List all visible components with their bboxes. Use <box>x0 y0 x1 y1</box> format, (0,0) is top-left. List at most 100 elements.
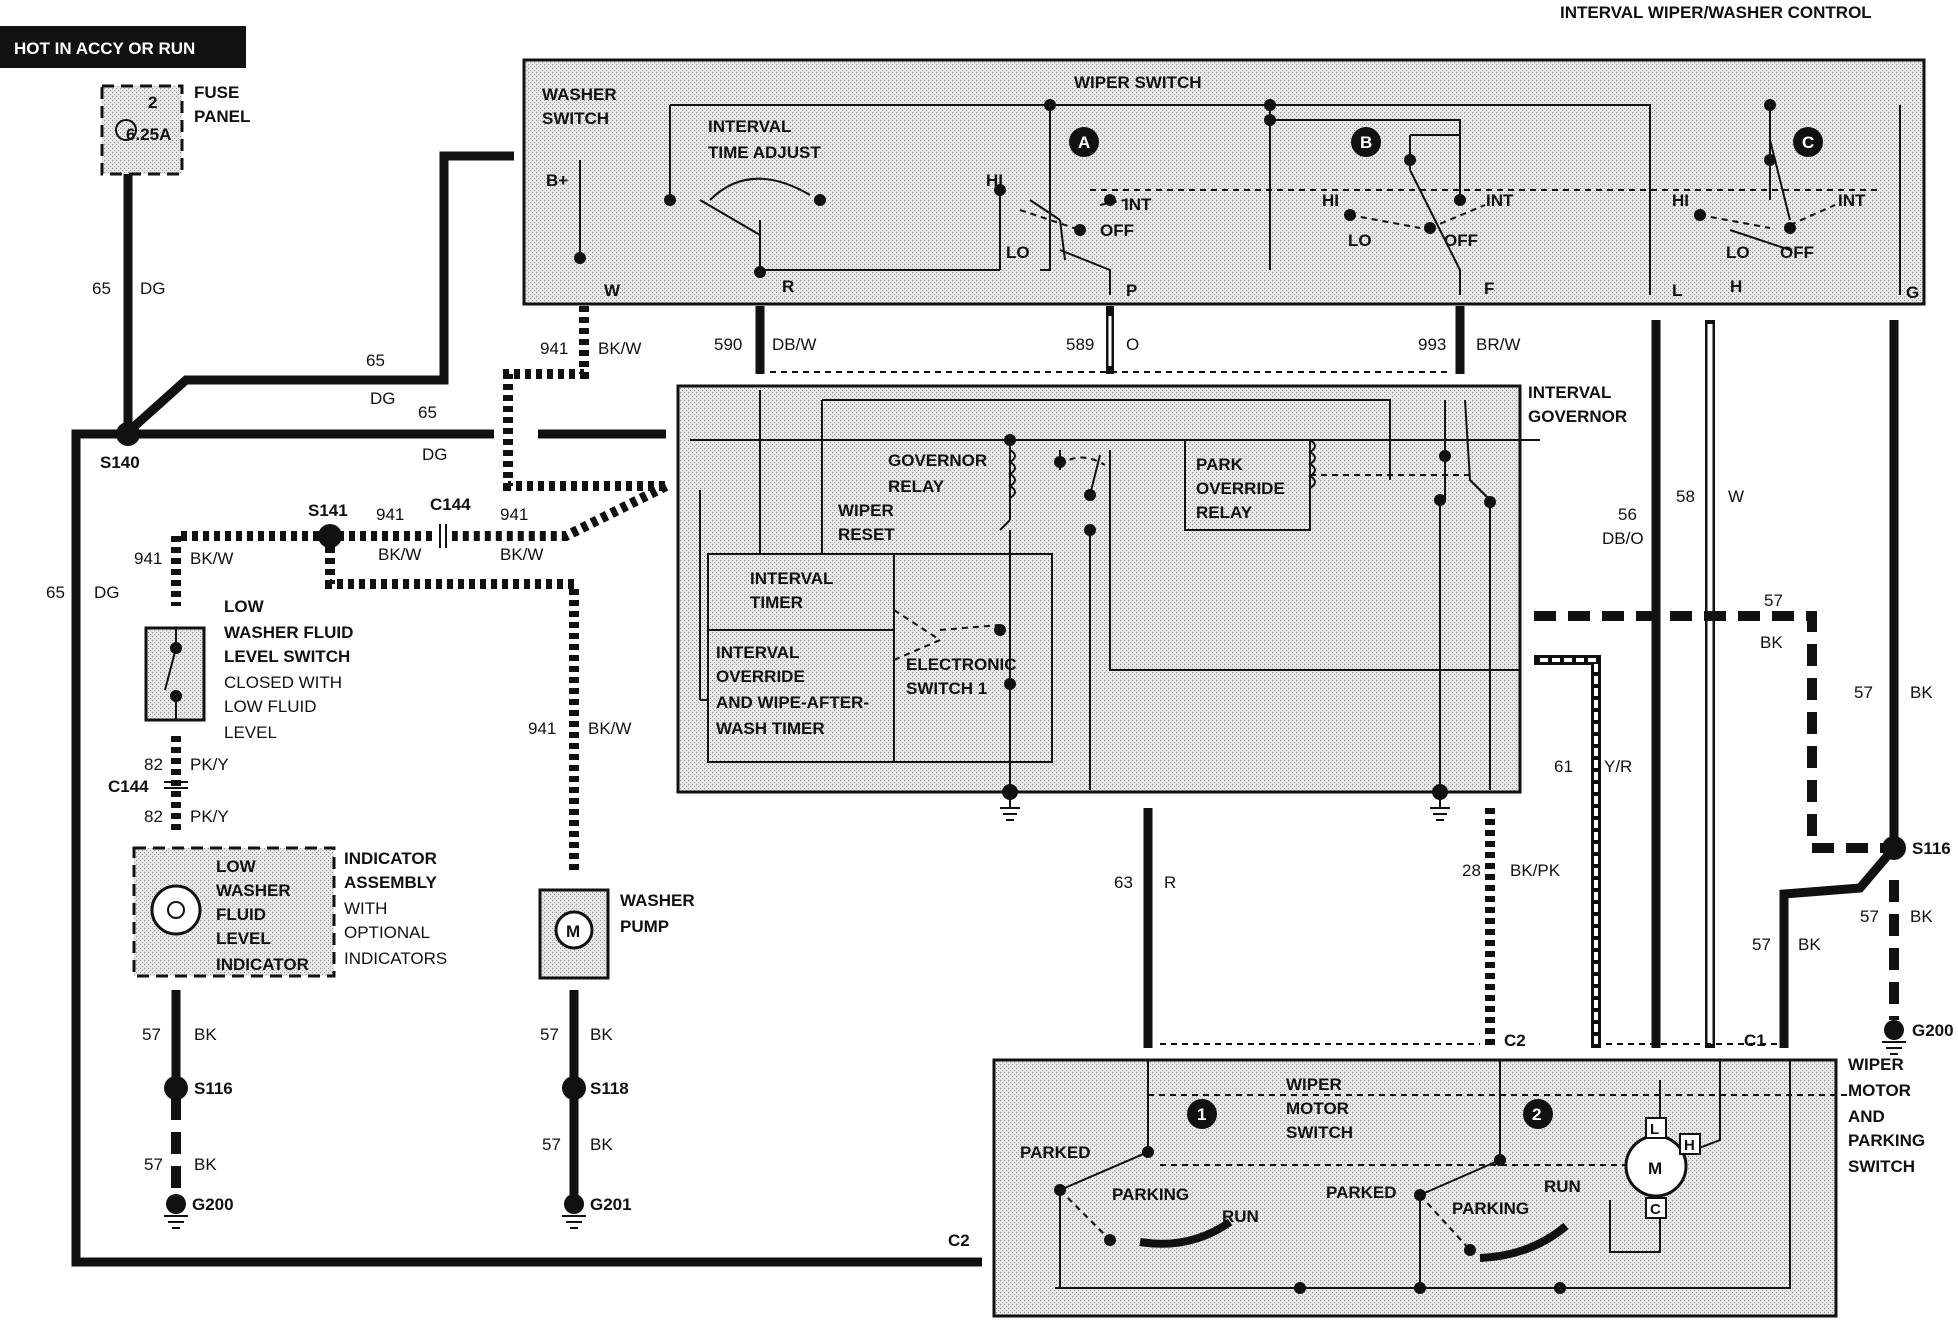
interval-time-adjust-label-1: INTERVAL <box>708 117 791 136</box>
fuse-label-1: FUSE <box>194 83 239 102</box>
lbl-589-num: 589 <box>1066 335 1094 354</box>
c-int-label: INT <box>1838 191 1866 210</box>
lbl-57-a-color: BK <box>1760 633 1783 652</box>
indicator-inner-3: FLUID <box>216 905 266 924</box>
lbl-65-b-color: DG <box>370 389 396 408</box>
ground-g200-left-node <box>166 1194 186 1214</box>
circle-c-label: C <box>1802 133 1814 152</box>
park-override-relay-label-2: OVERRIDE <box>1196 479 1285 498</box>
interval-override-label-4: WASH TIMER <box>716 719 825 738</box>
indicator-inner-4: LEVEL <box>216 929 271 948</box>
lbl-57-b-num: 57 <box>1854 683 1873 702</box>
connector-c1-top: C1 <box>1744 1031 1766 1050</box>
wire-65-to-c2 <box>71 429 982 1267</box>
wiper-motor-switch-label-2: MOTOR <box>1286 1099 1349 1118</box>
splice-s116-right-label: S116 <box>1912 839 1951 858</box>
lbl-57-f-color: BK <box>194 1155 217 1174</box>
governor-ground-2 <box>1430 792 1450 821</box>
b-hi-label: HI <box>1322 191 1339 210</box>
wiper-reset-label-1: WIPER <box>838 501 894 520</box>
lbl-993-num: 993 <box>1418 335 1446 354</box>
lbl-65-a-num: 65 <box>92 279 111 298</box>
fuse-rating: 6.25A <box>126 125 171 144</box>
b-plus-label: B+ <box>546 171 568 190</box>
interval-time-adjust-label-2: TIME ADJUST <box>708 143 821 162</box>
low-fluid-label-2: WASHER FLUID <box>224 623 353 642</box>
pin-g: G <box>1906 283 1919 302</box>
wire-61 <box>1534 655 1601 1048</box>
governor-relay-label-1: GOVERNOR <box>888 451 987 470</box>
circle-a-label: A <box>1078 133 1090 152</box>
c-lo-label: LO <box>1726 243 1750 262</box>
motor-m-label: M <box>1648 1159 1662 1178</box>
ground-g201-label: G201 <box>590 1195 632 1214</box>
electronic-switch-box <box>893 553 1053 763</box>
circle-b-label: B <box>1360 133 1372 152</box>
park-override-relay-label-1: PARK <box>1196 455 1244 474</box>
motor-c-terminal <box>1645 1197 1667 1219</box>
wire-941-washer-w <box>503 306 666 491</box>
connector-c2-top: C2 <box>1504 1031 1526 1050</box>
pin-w: W <box>604 281 621 300</box>
a-off-label: OFF <box>1100 221 1134 240</box>
wire-941-to-s141 <box>330 481 669 541</box>
wire-941-s141-left <box>171 531 330 606</box>
parked-label-2: PARKED <box>1326 1183 1397 1202</box>
wiper-reset-label-2: RESET <box>838 525 895 544</box>
wire-57-governor-dash <box>1534 611 1894 853</box>
lbl-65-c-color: DG <box>422 445 448 464</box>
fuse-icon <box>115 119 137 141</box>
splice-s118-label: S118 <box>590 1079 629 1098</box>
connector-c144-top: C144 <box>430 495 471 514</box>
lbl-82-a-num: 82 <box>144 755 163 774</box>
lbl-941-d-color: BK/W <box>190 549 233 568</box>
pin-r: R <box>782 277 794 296</box>
wire-941-pump <box>325 536 579 874</box>
lbl-941-c-color: BK/W <box>500 545 543 564</box>
pin-p: P <box>1126 281 1137 300</box>
lbl-941-a-color: BK/W <box>598 339 641 358</box>
interval-override-label-2: OVERRIDE <box>716 667 805 686</box>
lbl-941-e-color: BK/W <box>588 719 631 738</box>
governor-ground-1 <box>1000 792 1020 821</box>
lbl-63-color: R <box>1164 873 1176 892</box>
a-lo-label: LO <box>1006 243 1030 262</box>
circle-1-label: 1 <box>1197 1105 1206 1124</box>
splice-s116-left <box>164 1076 188 1100</box>
wiper-motor-parking-label-3: AND <box>1848 1107 1885 1126</box>
circle-b <box>1351 127 1381 157</box>
circle-2-label: 2 <box>1532 1105 1541 1124</box>
ground-g201-node <box>564 1194 584 1214</box>
low-fluid-label-5: LOW FLUID <box>224 697 317 716</box>
ground-g200-left-symbol <box>164 1215 188 1229</box>
splice-s140 <box>116 422 140 446</box>
indicator-inner-5: INDICATOR <box>216 955 309 974</box>
lbl-82-b-num: 82 <box>144 807 163 826</box>
washer-pump-label-2: PUMP <box>620 917 669 936</box>
ground-g200-right-label: G200 <box>1912 1021 1954 1040</box>
lbl-57-f-num: 57 <box>144 1155 163 1174</box>
lbl-65-c-num: 65 <box>418 403 437 422</box>
lbl-56-color: DB/O <box>1602 529 1644 548</box>
lbl-57-g-num: 57 <box>540 1025 559 1044</box>
wiper-motor-parking-label-2: MOTOR <box>1848 1081 1911 1100</box>
wiper-motor-parking-label-5: SWITCH <box>1848 1157 1915 1176</box>
splice-s141-label: S141 <box>308 501 348 520</box>
lbl-82-b-color: PK/Y <box>190 807 229 826</box>
pin-l: L <box>1672 281 1682 300</box>
splice-s116-right <box>1882 836 1906 860</box>
interval-governor-label-2: GOVERNOR <box>1528 407 1627 426</box>
splice-s140-label: S140 <box>100 453 140 472</box>
lbl-28-num: 28 <box>1462 861 1481 880</box>
indicator-assembly-2: ASSEMBLY <box>344 873 438 892</box>
lbl-61-num: 61 <box>1554 757 1573 776</box>
wire-57-s116-motor <box>1779 845 1898 1048</box>
lbl-57-d-color: BK <box>1910 907 1933 926</box>
run-label-2: RUN <box>1544 1177 1581 1196</box>
lbl-56-num: 56 <box>1618 505 1637 524</box>
lbl-61-color: Y/R <box>1604 757 1632 776</box>
wiper-switch-box <box>522 58 1926 306</box>
lbl-590-color: DB/W <box>772 335 816 354</box>
pin-f: F <box>1484 279 1494 298</box>
indicator-assembly-1: INDICATOR <box>344 849 437 868</box>
